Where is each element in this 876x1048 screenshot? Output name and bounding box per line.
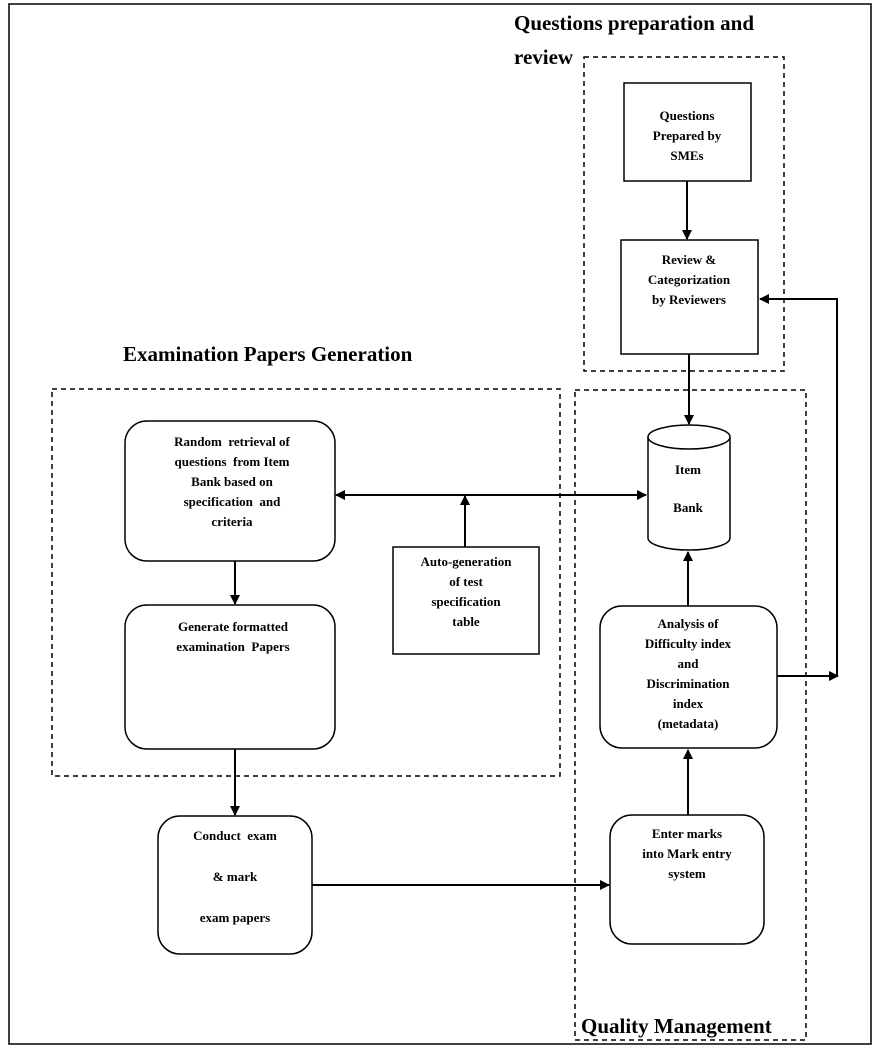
node-random-retrieval-label-line-2: questions from Item (175, 454, 290, 469)
exam-generation-title: Examination Papers Generation (123, 342, 413, 366)
node-auto-generation: Auto-generation of test specification table (392, 546, 540, 655)
node-conduct-exam-label: Conduct exam & mark exam papers (193, 828, 277, 925)
node-review-categorization-label-line-2: Categorization (648, 272, 731, 287)
node-generate-papers-label: Generate formatted examination Papers (176, 619, 289, 654)
node-random-retrieval-label-line-5: criteria (211, 514, 253, 529)
node-generate-papers-label-line-1: Generate formatted (178, 619, 289, 634)
node-auto-generation-label: Auto-generation of test specification table (421, 554, 513, 629)
node-analysis-label-line-1: Analysis of (657, 616, 719, 631)
node-questions-prepared-label-line-3: SMEs (670, 148, 703, 163)
node-enter-marks-label-line-2: into Mark entry (642, 846, 732, 861)
node-random-retrieval-label-line-3: Bank based on (191, 474, 273, 489)
node-enter-marks-label: Enter marks into Mark entry system (642, 826, 732, 881)
node-review-categorization: Review & Categorization by Reviewers (620, 239, 759, 355)
node-conduct-exam-label-line-1: Conduct exam (193, 828, 277, 843)
node-enter-marks: Enter marks into Mark entry system (609, 814, 765, 945)
node-analysis-label-line-4: Discrimination (646, 676, 730, 691)
node-analysis-label-line-6: (metadata) (658, 716, 719, 731)
node-generate-papers: Generate formatted examination Papers (124, 604, 336, 750)
node-generate-papers-label-line-2: examination Papers (176, 639, 289, 654)
node-review-categorization-label: Review & Categorization by Reviewers (648, 252, 731, 307)
node-analysis-label-line-2: Difficulty index (645, 636, 732, 651)
exam-generation-section (51, 388, 561, 777)
questions-prep-title: Questions preparation and review (514, 11, 759, 69)
node-item-bank-label-line-2: Bank (673, 500, 703, 515)
node-review-categorization-label-line-1: Review & (662, 252, 717, 267)
node-random-retrieval-label-line-4: specification and (184, 494, 282, 509)
node-review-categorization-label-line-3: by Reviewers (652, 292, 726, 307)
node-conduct-exam-label-line-2: & mark (213, 869, 258, 884)
node-auto-generation-label-line-2: of test (449, 574, 483, 589)
node-random-retrieval-label-line-1: Random retrieval of (174, 434, 290, 449)
node-auto-generation-label-line-1: Auto-generation (421, 554, 513, 569)
questions-prep-section (583, 56, 785, 372)
node-questions-prepared-label-line-2: Prepared by (653, 128, 722, 143)
node-conduct-exam-label-line-3: exam papers (200, 910, 270, 925)
node-enter-marks-label-line-1: Enter marks (652, 826, 722, 841)
node-auto-generation-label-line-3: specification (431, 594, 501, 609)
feedback-loop-to-review (759, 294, 838, 676)
node-questions-prepared-label-line-1: Questions (660, 108, 715, 123)
quality-management-title: Quality Management (581, 1014, 772, 1038)
node-enter-marks-label-line-3: system (668, 866, 706, 881)
node-conduct-exam: Conduct exam & mark exam papers (157, 815, 313, 955)
outer-frame (8, 3, 872, 1045)
node-analysis-label-line-5: index (673, 696, 704, 711)
node-auto-generation-label-line-4: table (452, 614, 480, 629)
node-item-bank-label-line-1: Item (675, 462, 701, 477)
node-analysis-label-line-3: and (678, 656, 700, 671)
